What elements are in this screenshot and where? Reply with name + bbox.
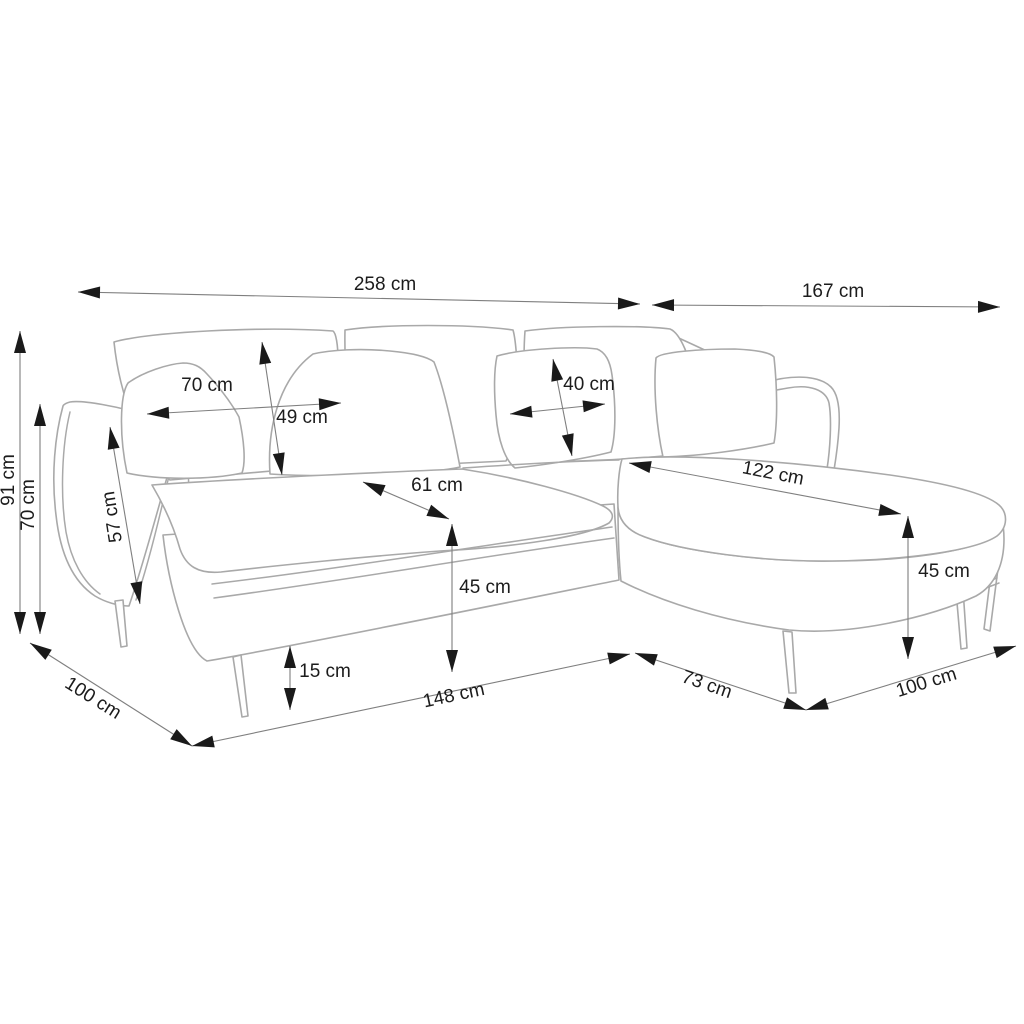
label-clearance: 15 cm — [299, 661, 351, 682]
label-chaise-total: 167 cm — [802, 281, 864, 302]
leg-under-armrest — [114, 599, 128, 648]
leg-chaise-front — [782, 630, 797, 694]
chaise-seat-top — [616, 456, 1007, 562]
label-front-width: 148 cm — [421, 679, 486, 712]
dim-line-width-total — [77, 286, 641, 310]
base-seam-upper — [211, 526, 613, 585]
label-small-pillow: 40 cm — [563, 374, 615, 395]
label-width-total: 258 cm — [354, 274, 416, 295]
dim-line-small-pillow-horizontal — [509, 400, 606, 418]
label-seat-height: 45 cm — [459, 577, 511, 598]
label-chaise-width: 100 cm — [894, 664, 960, 702]
dim-line-chaise-total — [651, 299, 1001, 313]
pillow-right — [654, 348, 778, 458]
label-seat-depth: 61 cm — [411, 475, 463, 496]
seat-cushion — [151, 468, 614, 574]
dimension-lines — [14, 286, 1017, 748]
dim-line-corner-front — [634, 652, 807, 711]
label-arm-height: 70 cm — [18, 479, 39, 531]
dim-line-front-width — [191, 652, 631, 748]
label-pillow-height: 49 cm — [276, 407, 328, 428]
dim-line-pillow-height — [259, 341, 285, 476]
dim-line-side-depth — [29, 642, 193, 747]
label-back-height: 91 cm — [0, 454, 19, 506]
base-seam-lower — [213, 537, 615, 599]
dim-line-pillow-width — [146, 398, 342, 419]
label-side-depth: 100 cm — [61, 673, 125, 724]
dim-line-seat-depth — [362, 481, 450, 520]
dim-line-chaise-seat-length — [628, 461, 902, 516]
dim-line-chaise-width — [805, 645, 1017, 711]
pillow-left-small — [120, 362, 245, 480]
label-corner-front: 73 cm — [679, 666, 735, 703]
leg-front-left — [232, 654, 249, 718]
label-pillow-width: 70 cm — [181, 375, 233, 396]
corner-platform-edge — [462, 459, 620, 469]
label-chaise-seat-height: 45 cm — [918, 561, 970, 582]
left-armrest-roll-seam — [61, 411, 101, 595]
dim-line-arm-depth — [107, 426, 143, 605]
